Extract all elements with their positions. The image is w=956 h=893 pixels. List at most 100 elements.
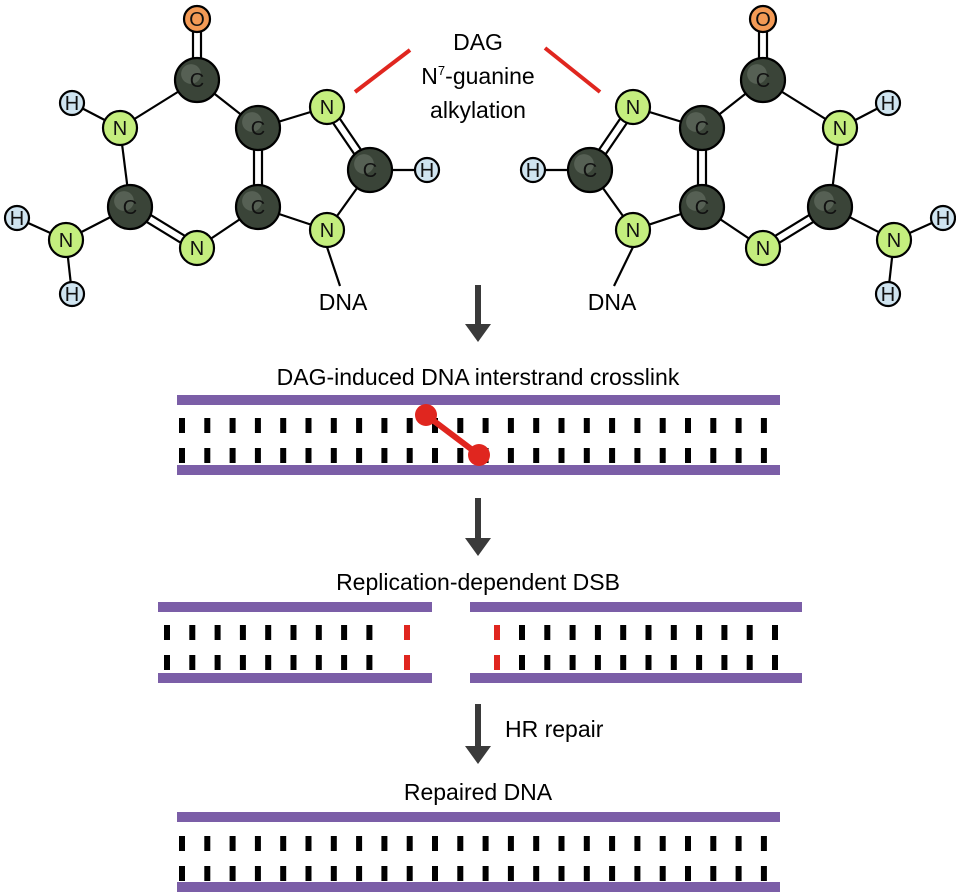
right-guanine-atom-carbon: C [678, 183, 726, 231]
base-pair-rung [735, 866, 742, 881]
base-pair-rung [507, 866, 514, 881]
dna-link-left [325, 246, 342, 287]
crosslink-line-left [353, 48, 412, 94]
left-guanine-atom-nitrogen: N [101, 109, 139, 147]
base-pair-rung [164, 655, 170, 670]
base-pair-rung [204, 418, 211, 433]
dna-label-right: DNA [588, 289, 637, 315]
base-pair-rung [544, 625, 551, 640]
right-guanine-atom-carbon: C [566, 146, 614, 194]
base-pair-rung [432, 448, 438, 463]
base-pair-rung [280, 836, 287, 851]
base-pair-rung [735, 418, 742, 433]
base-pair-rung [558, 836, 565, 851]
base-pair-rung [710, 418, 717, 433]
base-pair-rung [356, 448, 363, 463]
base-pair-rung [381, 836, 388, 851]
base-pair-rung [290, 625, 297, 640]
base-pair-rung [670, 625, 677, 640]
left-guanine-atom-carbon: C [106, 183, 154, 231]
base-pair-rung [179, 448, 185, 463]
base-pair-rung [204, 866, 211, 881]
svg-text:H: H [420, 160, 434, 182]
base-pair-rung [315, 655, 322, 670]
base-pair-rung [457, 866, 464, 881]
crosslinker-label-line2: N7-guanine [421, 63, 534, 89]
base-pair-rung [710, 836, 717, 851]
svg-text:C: C [251, 197, 265, 219]
base-pair-rung [341, 655, 348, 670]
dna-backbone-strand [470, 673, 802, 683]
right-guanine-atom-nitrogen: N [614, 88, 652, 126]
base-pair-rung [254, 418, 261, 433]
base-pair-rung [381, 448, 388, 463]
base-pair-rung [685, 836, 691, 851]
svg-text:N: N [190, 238, 204, 260]
right-guanine-atom-hydrogen: H [874, 89, 902, 117]
left-guanine-atom-carbon: C [234, 183, 282, 231]
right-guanine-atom-carbon: C [678, 104, 726, 152]
base-pair-rung [356, 866, 363, 881]
base-pair-rung [721, 655, 728, 670]
base-pair-rung [381, 866, 388, 881]
base-pair-rung [558, 866, 565, 881]
right-guanine-atom-carbon: C [806, 183, 854, 231]
svg-text:C: C [823, 197, 837, 219]
svg-text:O: O [189, 9, 205, 31]
crosslink-node [468, 444, 490, 466]
svg-text:H: H [881, 93, 895, 115]
base-pair-rung [179, 866, 185, 881]
svg-text:C: C [695, 118, 709, 140]
base-pair-rung [341, 625, 348, 640]
base-pair-rung [381, 418, 388, 433]
svg-text:C: C [363, 160, 377, 182]
base-pair-rung [760, 866, 767, 881]
base-pair-rung [620, 625, 627, 640]
left-guanine-atom-carbon: C [346, 146, 394, 194]
base-pair-rung [315, 625, 322, 640]
crosslink-line-right [543, 46, 602, 94]
base-pair-rung [685, 448, 691, 463]
base-pair-rung [432, 866, 438, 881]
base-pair-rung [366, 625, 373, 640]
base-pair-rung [214, 625, 221, 640]
base-pair-rung [533, 418, 540, 433]
dsb-end-marker [494, 625, 500, 640]
base-pair-rung [659, 836, 666, 851]
crosslinker-label-line1: DAG [453, 29, 503, 55]
step2-label: Replication-dependent DSB [336, 569, 620, 595]
svg-text:H: H [65, 93, 79, 115]
svg-text:N: N [626, 220, 640, 242]
molecule-bonds [16, 19, 944, 295]
base-pair-rung [583, 836, 590, 851]
right-guanine-atom-hydrogen: H [929, 204, 956, 232]
base-pair-rung [254, 866, 261, 881]
base-pair-rung [533, 836, 540, 851]
base-pair-rung [406, 836, 413, 851]
base-pair-rung [482, 418, 489, 433]
svg-text:C: C [695, 197, 709, 219]
base-pair-rung [265, 625, 272, 640]
step1-label: DAG-induced DNA interstrand crosslink [277, 364, 680, 390]
base-pair-rung [721, 625, 728, 640]
base-pair-rung [645, 655, 652, 670]
base-pair-rung [710, 866, 717, 881]
base-pair-rung [214, 655, 221, 670]
svg-text:H: H [10, 208, 24, 230]
base-pair-rung [772, 625, 778, 640]
base-pair-rung [482, 836, 489, 851]
left-guanine-atom-oxygen: O [182, 4, 212, 34]
dsb-end-marker [404, 625, 410, 640]
left-guanine-atom-hydrogen: H [3, 204, 31, 232]
base-pair-rung [189, 655, 196, 670]
base-pair-rung [583, 866, 590, 881]
base-pair-rung [179, 836, 185, 851]
base-pair-rung [457, 418, 464, 433]
svg-text:H: H [936, 208, 950, 230]
svg-text:N: N [887, 230, 901, 252]
svg-text:H: H [65, 284, 79, 306]
base-pair-rung [569, 625, 576, 640]
dna-label-left: DNA [319, 289, 368, 315]
left-guanine-atom-nitrogen: N [308, 211, 346, 249]
